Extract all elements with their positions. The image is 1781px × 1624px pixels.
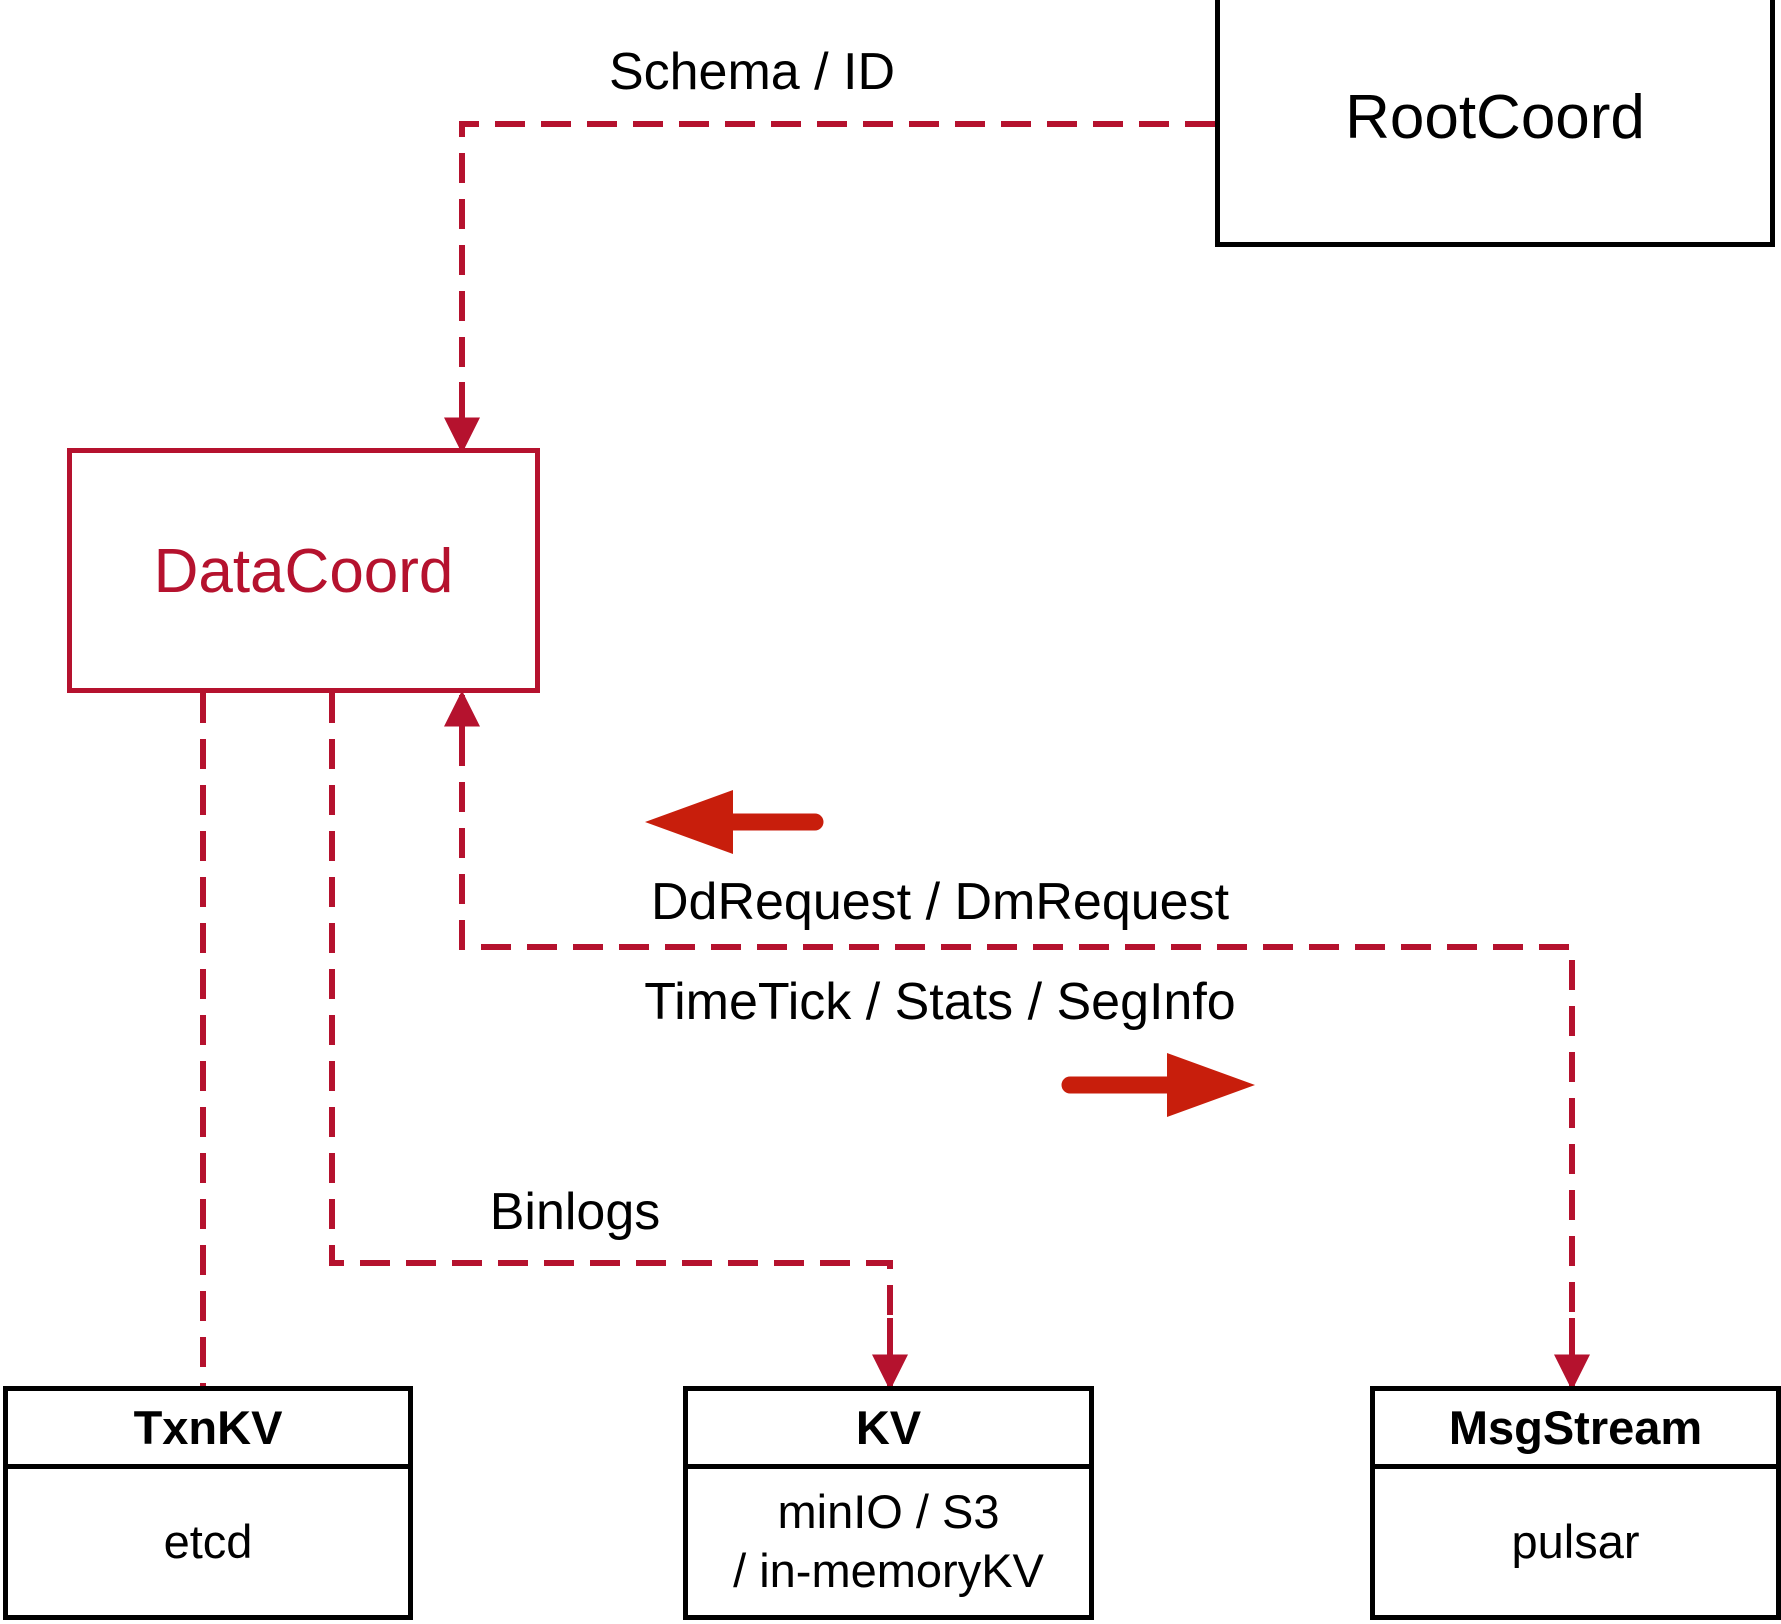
node-datacoord[interactable]: DataCoord bbox=[67, 448, 540, 693]
node-datacoord-label: DataCoord bbox=[153, 537, 454, 606]
node-msgstream-body: pulsar bbox=[1375, 1469, 1776, 1615]
node-msgstream-header: MsgStream bbox=[1375, 1391, 1776, 1469]
node-txnkv-header: TxnKV bbox=[8, 1391, 408, 1469]
edge-datacoord-kv-binlogs bbox=[329, 693, 908, 1391]
edge-label-schema-id: Schema / ID bbox=[608, 43, 896, 101]
outbound-arrow-icon bbox=[1061, 1053, 1255, 1117]
node-kv[interactable]: KV minIO / S3 / in-memoryKV bbox=[683, 1386, 1094, 1620]
node-txnkv-body: etcd bbox=[8, 1469, 408, 1615]
edge-msgstream-datacoord bbox=[444, 690, 1590, 1391]
node-kv-body-line2: / in-memoryKV bbox=[733, 1544, 1044, 1597]
node-rootcoord[interactable]: RootCoord bbox=[1215, 0, 1775, 247]
node-txnkv-body-line: etcd bbox=[163, 1514, 253, 1568]
node-kv-body-line1: minIO / S3 bbox=[777, 1485, 1000, 1539]
inbound-arrow-icon bbox=[645, 790, 824, 854]
node-kv-body: minIO / S3 / in-memoryKV bbox=[688, 1469, 1089, 1615]
node-msgstream[interactable]: MsgStream pulsar bbox=[1370, 1386, 1781, 1620]
edge-label-dd-dm-request: DdRequest / DmRequest bbox=[650, 873, 1230, 931]
node-rootcoord-label: RootCoord bbox=[1345, 83, 1645, 152]
edge-schema-id bbox=[444, 121, 1215, 454]
edge-label-timetick-stats-seginfo: TimeTick / Stats / SegInfo bbox=[644, 973, 1236, 1031]
node-txnkv[interactable]: TxnKV etcd bbox=[3, 1386, 413, 1620]
edge-label-binlogs: Binlogs bbox=[489, 1183, 661, 1241]
node-kv-header: KV bbox=[688, 1391, 1089, 1469]
node-msgstream-body-line: pulsar bbox=[1511, 1514, 1640, 1568]
